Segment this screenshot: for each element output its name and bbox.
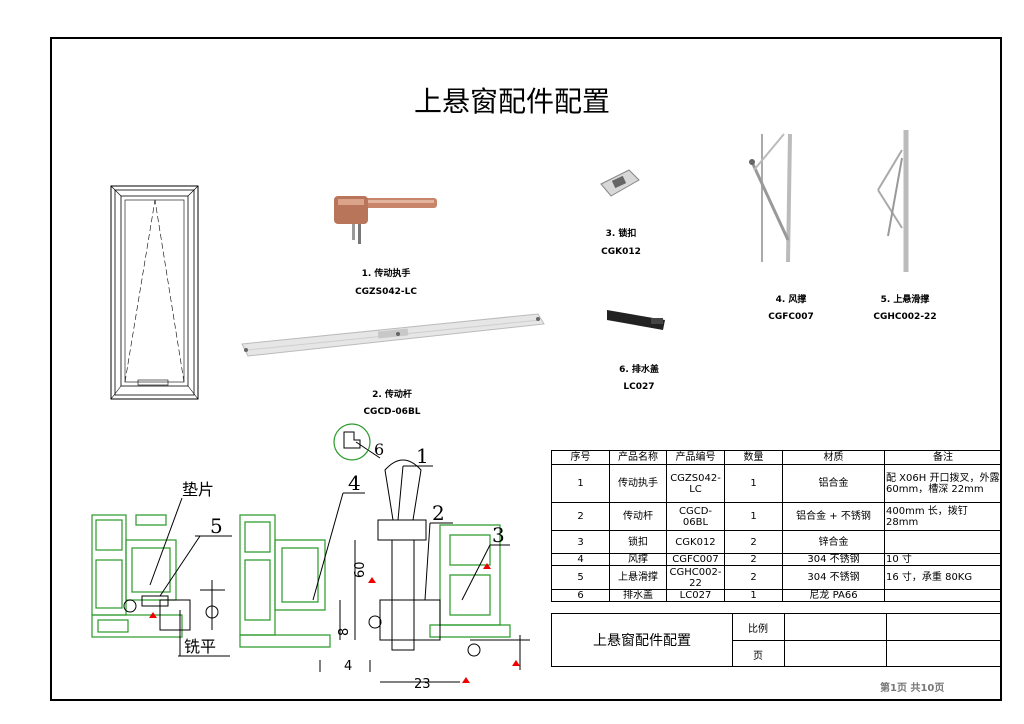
parts-table: 序号 产品名称 产品编号 数量 材质 备注 1 传动执手 CGZS042-LC … bbox=[551, 450, 1002, 602]
label-mill: 铣平 bbox=[184, 637, 216, 656]
table-cell: LC027 bbox=[666, 589, 725, 602]
table-cell: 10 寸 bbox=[884, 553, 1002, 566]
table-cell: 2 bbox=[724, 530, 783, 554]
column-header: 材质 bbox=[782, 450, 885, 465]
table-cell: 16 寸，承重 80KG bbox=[884, 565, 1002, 590]
table-cell: 2 bbox=[724, 553, 783, 566]
scale-value bbox=[785, 614, 887, 640]
title-block: 上悬窗配件配置 比例 页 bbox=[551, 613, 1002, 667]
title-block-divider bbox=[732, 640, 1002, 641]
item-code-2: CGCD-06BL bbox=[363, 407, 421, 416]
drawing-frame bbox=[50, 37, 1002, 701]
dim-23: 23 bbox=[414, 677, 431, 692]
item-code-3: CGK012 bbox=[601, 247, 641, 257]
item-caption-6: 6. 排水盖 bbox=[619, 365, 659, 375]
drive-rod-image bbox=[241, 313, 545, 357]
friction-stay-image bbox=[749, 133, 792, 263]
table-cell: 304 不锈钢 bbox=[782, 553, 885, 566]
table-cell: 2 bbox=[724, 565, 783, 590]
callout-6: 6 bbox=[374, 440, 384, 459]
table-cell bbox=[884, 530, 1002, 554]
table-cell bbox=[884, 589, 1002, 602]
table-cell: 4 bbox=[551, 553, 610, 566]
page-indicator: 第1页 共10页 bbox=[880, 683, 945, 694]
item-code-1: CGZS042-LC bbox=[355, 287, 417, 297]
item-caption-4: 4. 风撑 bbox=[775, 295, 807, 305]
table-cell: 1 bbox=[724, 464, 783, 503]
item-caption-1: 1. 传动执手 bbox=[361, 269, 411, 279]
table-header-row: 序号 产品名称 产品编号 数量 材质 备注 bbox=[551, 450, 1002, 465]
page-title: 上悬窗配件配置 bbox=[413, 85, 610, 118]
table-row: 6 排水盖 LC027 1 尼龙 PA66 bbox=[551, 589, 1002, 602]
item-caption-5: 5. 上悬滑撑 bbox=[880, 295, 930, 305]
item-code-5: CGHC002-22 bbox=[873, 312, 937, 322]
table-cell: 1 bbox=[724, 589, 783, 602]
column-header: 序号 bbox=[551, 450, 610, 465]
dim-8: 8 bbox=[337, 628, 352, 636]
column-header: 产品编号 bbox=[666, 450, 725, 465]
column-header: 备注 bbox=[884, 450, 1002, 465]
drain-cover-image bbox=[607, 310, 665, 330]
lock-keeper-image bbox=[600, 169, 640, 197]
callout-1: 1 bbox=[416, 444, 429, 468]
table-row: 1 传动执手 CGZS042-LC 1 铝合金 配 X06H 开口拨叉，外露 6… bbox=[551, 464, 1002, 503]
table-cell: CGFC007 bbox=[666, 553, 725, 566]
top-hung-stay-image bbox=[877, 130, 909, 272]
table-row: 5 上悬滑撑 CGHC002-22 2 304 不锈钢 16 寸，承重 80KG bbox=[551, 565, 1002, 590]
table-cell: CGZS042-LC bbox=[666, 464, 725, 503]
callout-3: 3 bbox=[492, 523, 505, 547]
dim-60: 60 bbox=[353, 561, 368, 578]
table-cell: 1 bbox=[551, 464, 610, 503]
table-row: 4 风撑 CGFC007 2 304 不锈钢 10 寸 bbox=[551, 553, 1002, 566]
item-code-6: LC027 bbox=[623, 382, 655, 392]
table-cell: 尼龙 PA66 bbox=[782, 589, 885, 602]
handle-image bbox=[334, 196, 437, 244]
table-cell: 配 X06H 开口拨叉，外露 60mm，槽深 22mm bbox=[884, 464, 1002, 503]
table-row: 3 锁扣 CGK012 2 锌合金 bbox=[551, 530, 1002, 554]
table-cell: 锌合金 bbox=[782, 530, 885, 554]
table-cell: 6 bbox=[551, 589, 610, 602]
item-code-4: CGFC007 bbox=[768, 312, 814, 322]
table-row: 2 传动杆 CGCD-06BL 1 铝合金 + 不锈钢 400mm 长，拨钉 2… bbox=[551, 502, 1002, 531]
table-cell: 风撑 bbox=[609, 553, 667, 566]
table-cell: CGK012 bbox=[666, 530, 725, 554]
item-caption-2: 2. 传动杆 bbox=[372, 390, 412, 400]
page-label: 页 bbox=[732, 641, 785, 667]
callout-2: 2 bbox=[432, 501, 445, 525]
callout-5: 5 bbox=[210, 514, 223, 538]
table-cell: 传动执手 bbox=[609, 464, 667, 503]
table-cell: 排水盖 bbox=[609, 589, 667, 602]
callout-4: 4 bbox=[348, 471, 361, 495]
table-cell: CGHC002-22 bbox=[666, 565, 725, 590]
item-caption-3: 3. 锁扣 bbox=[605, 229, 637, 239]
table-cell: 上悬滑撑 bbox=[609, 565, 667, 590]
page-value bbox=[785, 641, 887, 667]
table-cell: 3 bbox=[551, 530, 610, 554]
table-cell: 锁扣 bbox=[609, 530, 667, 554]
table-cell: 304 不锈钢 bbox=[782, 565, 885, 590]
column-header: 产品名称 bbox=[609, 450, 667, 465]
dim-4: 4 bbox=[344, 659, 352, 674]
scale-label: 比例 bbox=[732, 614, 785, 640]
table-cell: 传动杆 bbox=[609, 502, 667, 531]
table-cell: 铝合金 bbox=[782, 464, 885, 503]
table-cell: 铝合金 + 不锈钢 bbox=[782, 502, 885, 531]
label-pad: 垫片 bbox=[182, 480, 214, 499]
table-cell: CGCD-06BL bbox=[666, 502, 725, 531]
table-cell: 2 bbox=[551, 502, 610, 531]
table-cell: 1 bbox=[724, 502, 783, 531]
column-header: 数量 bbox=[724, 450, 783, 465]
table-cell: 400mm 长，拨钉 28mm bbox=[884, 502, 1002, 531]
table-cell: 5 bbox=[551, 565, 610, 590]
title-block-name: 上悬窗配件配置 bbox=[552, 614, 733, 666]
